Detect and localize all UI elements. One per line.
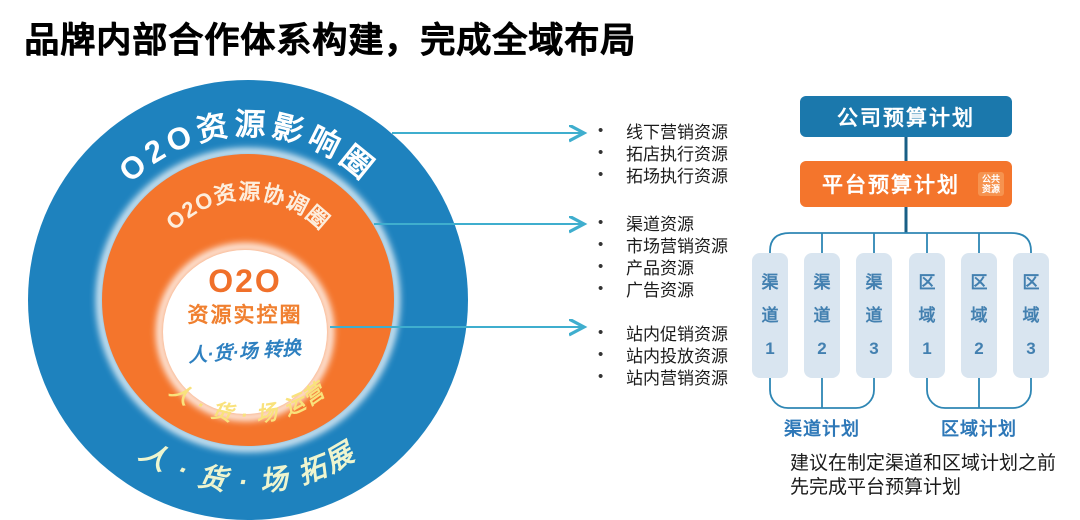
bullet-icon: • [598,279,604,297]
inner-glow [156,243,334,421]
region-plan-label: 区域计划 [941,419,1017,439]
list-item: • 站内营销资源 [598,365,728,388]
list-item: • 站内促销资源 [598,321,728,344]
resource-label: 线下营销资源 [626,122,728,142]
flow-note-line2: 先完成平台预算计划 [790,477,962,498]
resource-label: 渠道资源 [626,214,694,234]
resource-label: 拓场执行资源 [626,166,728,186]
resource-list-inner: • 站内促销资源 • 站内投放资源 • 站内营销资源 [598,321,728,388]
flow-note: 建议在制定渠道和区域计划之前 先完成平台预算计划 [790,452,1056,500]
outer-glow [96,148,400,452]
bullet-icon: • [598,323,604,341]
platform-budget-box: 平台预算计划 公共资源 [800,161,1012,207]
node-region-1: 区域1 [909,253,945,378]
resource-list-outer: • 线下营销资源 • 拓店执行资源 • 拓场执行资源 [598,119,728,186]
resource-list-middle: • 渠道资源 • 市场营销资源 • 产品资源 • 广告资源 [598,211,728,300]
list-item: • 广告资源 [598,277,728,300]
node-region-2: 区域2 [961,253,997,378]
list-item: • 渠道资源 [598,211,728,234]
resource-label: 广告资源 [626,280,694,300]
bullet-icon: • [598,235,604,253]
center-title: O2O [208,263,282,299]
bullet-icon: • [598,143,604,161]
bullet-icon: • [598,165,604,183]
center-subtitle: 资源实控圈 [188,303,303,327]
inner-circle [163,250,327,414]
list-item: • 产品资源 [598,255,728,278]
list-item: • 线下营销资源 [598,119,728,142]
channel-bracket [769,378,875,409]
node-channel-3: 渠道3 [856,253,892,378]
resource-label: 站内营销资源 [626,368,728,388]
bullet-icon: • [598,367,604,385]
list-item: • 拓场执行资源 [598,163,728,186]
flow-note-line1: 建议在制定渠道和区域计划之前 [790,453,1057,474]
resource-label: 产品资源 [626,258,694,278]
bullet-icon: • [598,257,604,275]
node-channel-2: 渠道2 [804,253,840,378]
platform-budget-label: 平台预算计划 [822,174,960,197]
page-title: 品牌内部合作体系构建，完成全域布局 [24,21,637,60]
resource-label: 市场营销资源 [626,236,728,256]
node-region-3: 区域3 [1013,253,1049,378]
resource-label: 拓店执行资源 [626,144,728,164]
resource-label: 站内促销资源 [626,324,728,344]
region-bracket [926,378,1032,409]
list-item: • 拓店执行资源 [598,141,728,164]
company-budget-box: 公司预算计划 [800,96,1012,137]
bullet-icon: • [598,121,604,139]
resource-label: 站内投放资源 [626,346,728,366]
company-budget-label: 公司预算计划 [837,106,975,130]
bullet-icon: • [598,345,604,363]
tree-branches [769,232,1032,254]
bullet-icon: • [598,213,604,231]
channel-plan-label: 渠道计划 [784,419,860,439]
node-channel-1: 渠道1 [752,253,788,378]
public-resource-tag: 公共资源 [978,172,1004,196]
list-item: • 市场营销资源 [598,233,728,256]
list-item: • 站内投放资源 [598,343,728,366]
